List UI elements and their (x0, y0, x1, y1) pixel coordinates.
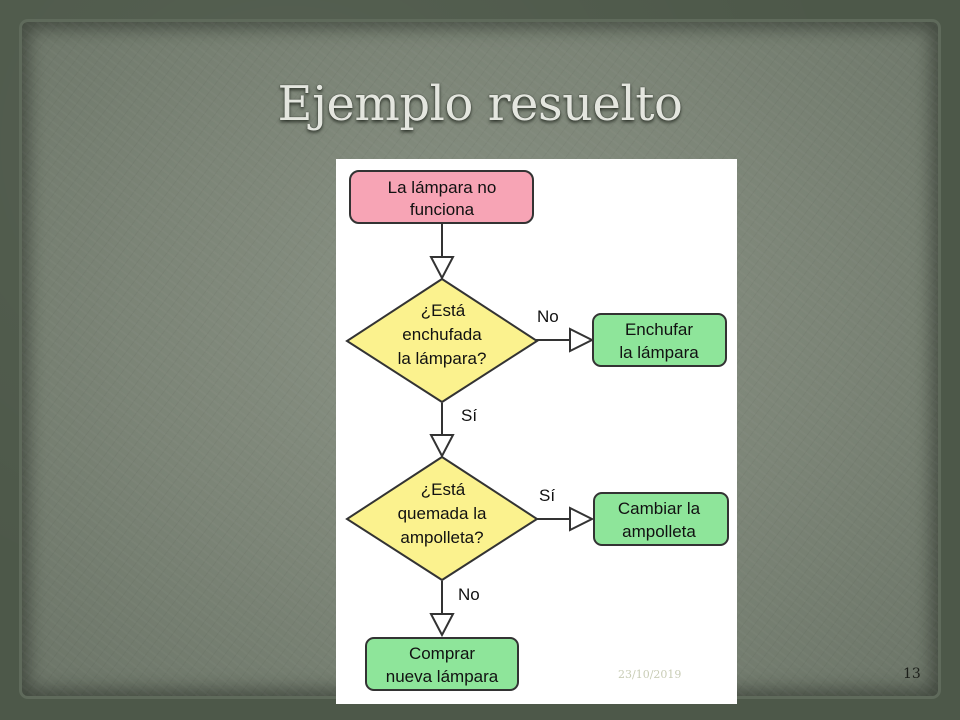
node-q1: ¿Está enchufada la lámpara? (345, 277, 539, 404)
node-a1-line-1: Enchufar (625, 320, 693, 339)
edge-q1-q2: Sí (429, 403, 477, 459)
node-q2-shape (345, 455, 539, 582)
slide-page-number: 13 (903, 666, 921, 682)
slide-title: Ejemplo resuelto (277, 76, 683, 132)
node-q1-line-2: enchufada (402, 325, 482, 344)
edge-start-q1 (429, 224, 455, 281)
node-end-line-2: nueva lámpara (386, 667, 499, 686)
node-q2-line-3: ampolleta? (400, 528, 483, 547)
edge-label-q1-q2: Sí (461, 406, 477, 425)
node-q2-line-1: ¿Está (421, 480, 466, 499)
node-a1: Enchufar la lámpara (592, 313, 727, 367)
edge-q2-end: No (429, 581, 480, 638)
paper-texture-panel (22, 22, 938, 696)
node-end-shape (365, 637, 519, 691)
node-q2: ¿Está quemada la ampolleta? (345, 455, 539, 582)
node-q1-line-1: ¿Está (421, 301, 466, 320)
node-end: Comprar nueva lámpara (365, 637, 519, 691)
node-a2-line-1: Cambiar la (618, 499, 701, 518)
node-a1-line-2: la lámpara (619, 343, 699, 362)
slide-date: 23/10/2019 (618, 668, 682, 681)
node-a2-shape (593, 492, 729, 546)
node-q1-shape (345, 277, 539, 404)
node-a1-shape (592, 313, 727, 367)
flowchart-panel: No Sí Sí No La lámpara no funciona ¿Está… (336, 159, 737, 704)
node-a2: Cambiar la ampolleta (593, 492, 729, 546)
node-q1-line-3: la lámpara? (398, 349, 487, 368)
node-start-line-1: La lámpara no (388, 178, 497, 197)
edge-label-q2-end: No (458, 585, 480, 604)
node-start-line-2: funciona (410, 200, 475, 219)
flowchart-svg: No Sí Sí No La lámpara no funciona ¿Está… (345, 170, 729, 691)
node-start-shape (349, 170, 534, 224)
edge-label-q1-a1: No (537, 307, 559, 326)
edge-label-q2-a2: Sí (539, 486, 555, 505)
edge-q2-a2: Sí (536, 486, 595, 532)
node-q2-line-2: quemada la (398, 504, 487, 523)
node-end-line-1: Comprar (409, 644, 475, 663)
node-start: La lámpara no funciona (349, 170, 534, 224)
edge-q1-a1: No (536, 307, 595, 353)
node-a2-line-2: ampolleta (622, 522, 696, 541)
